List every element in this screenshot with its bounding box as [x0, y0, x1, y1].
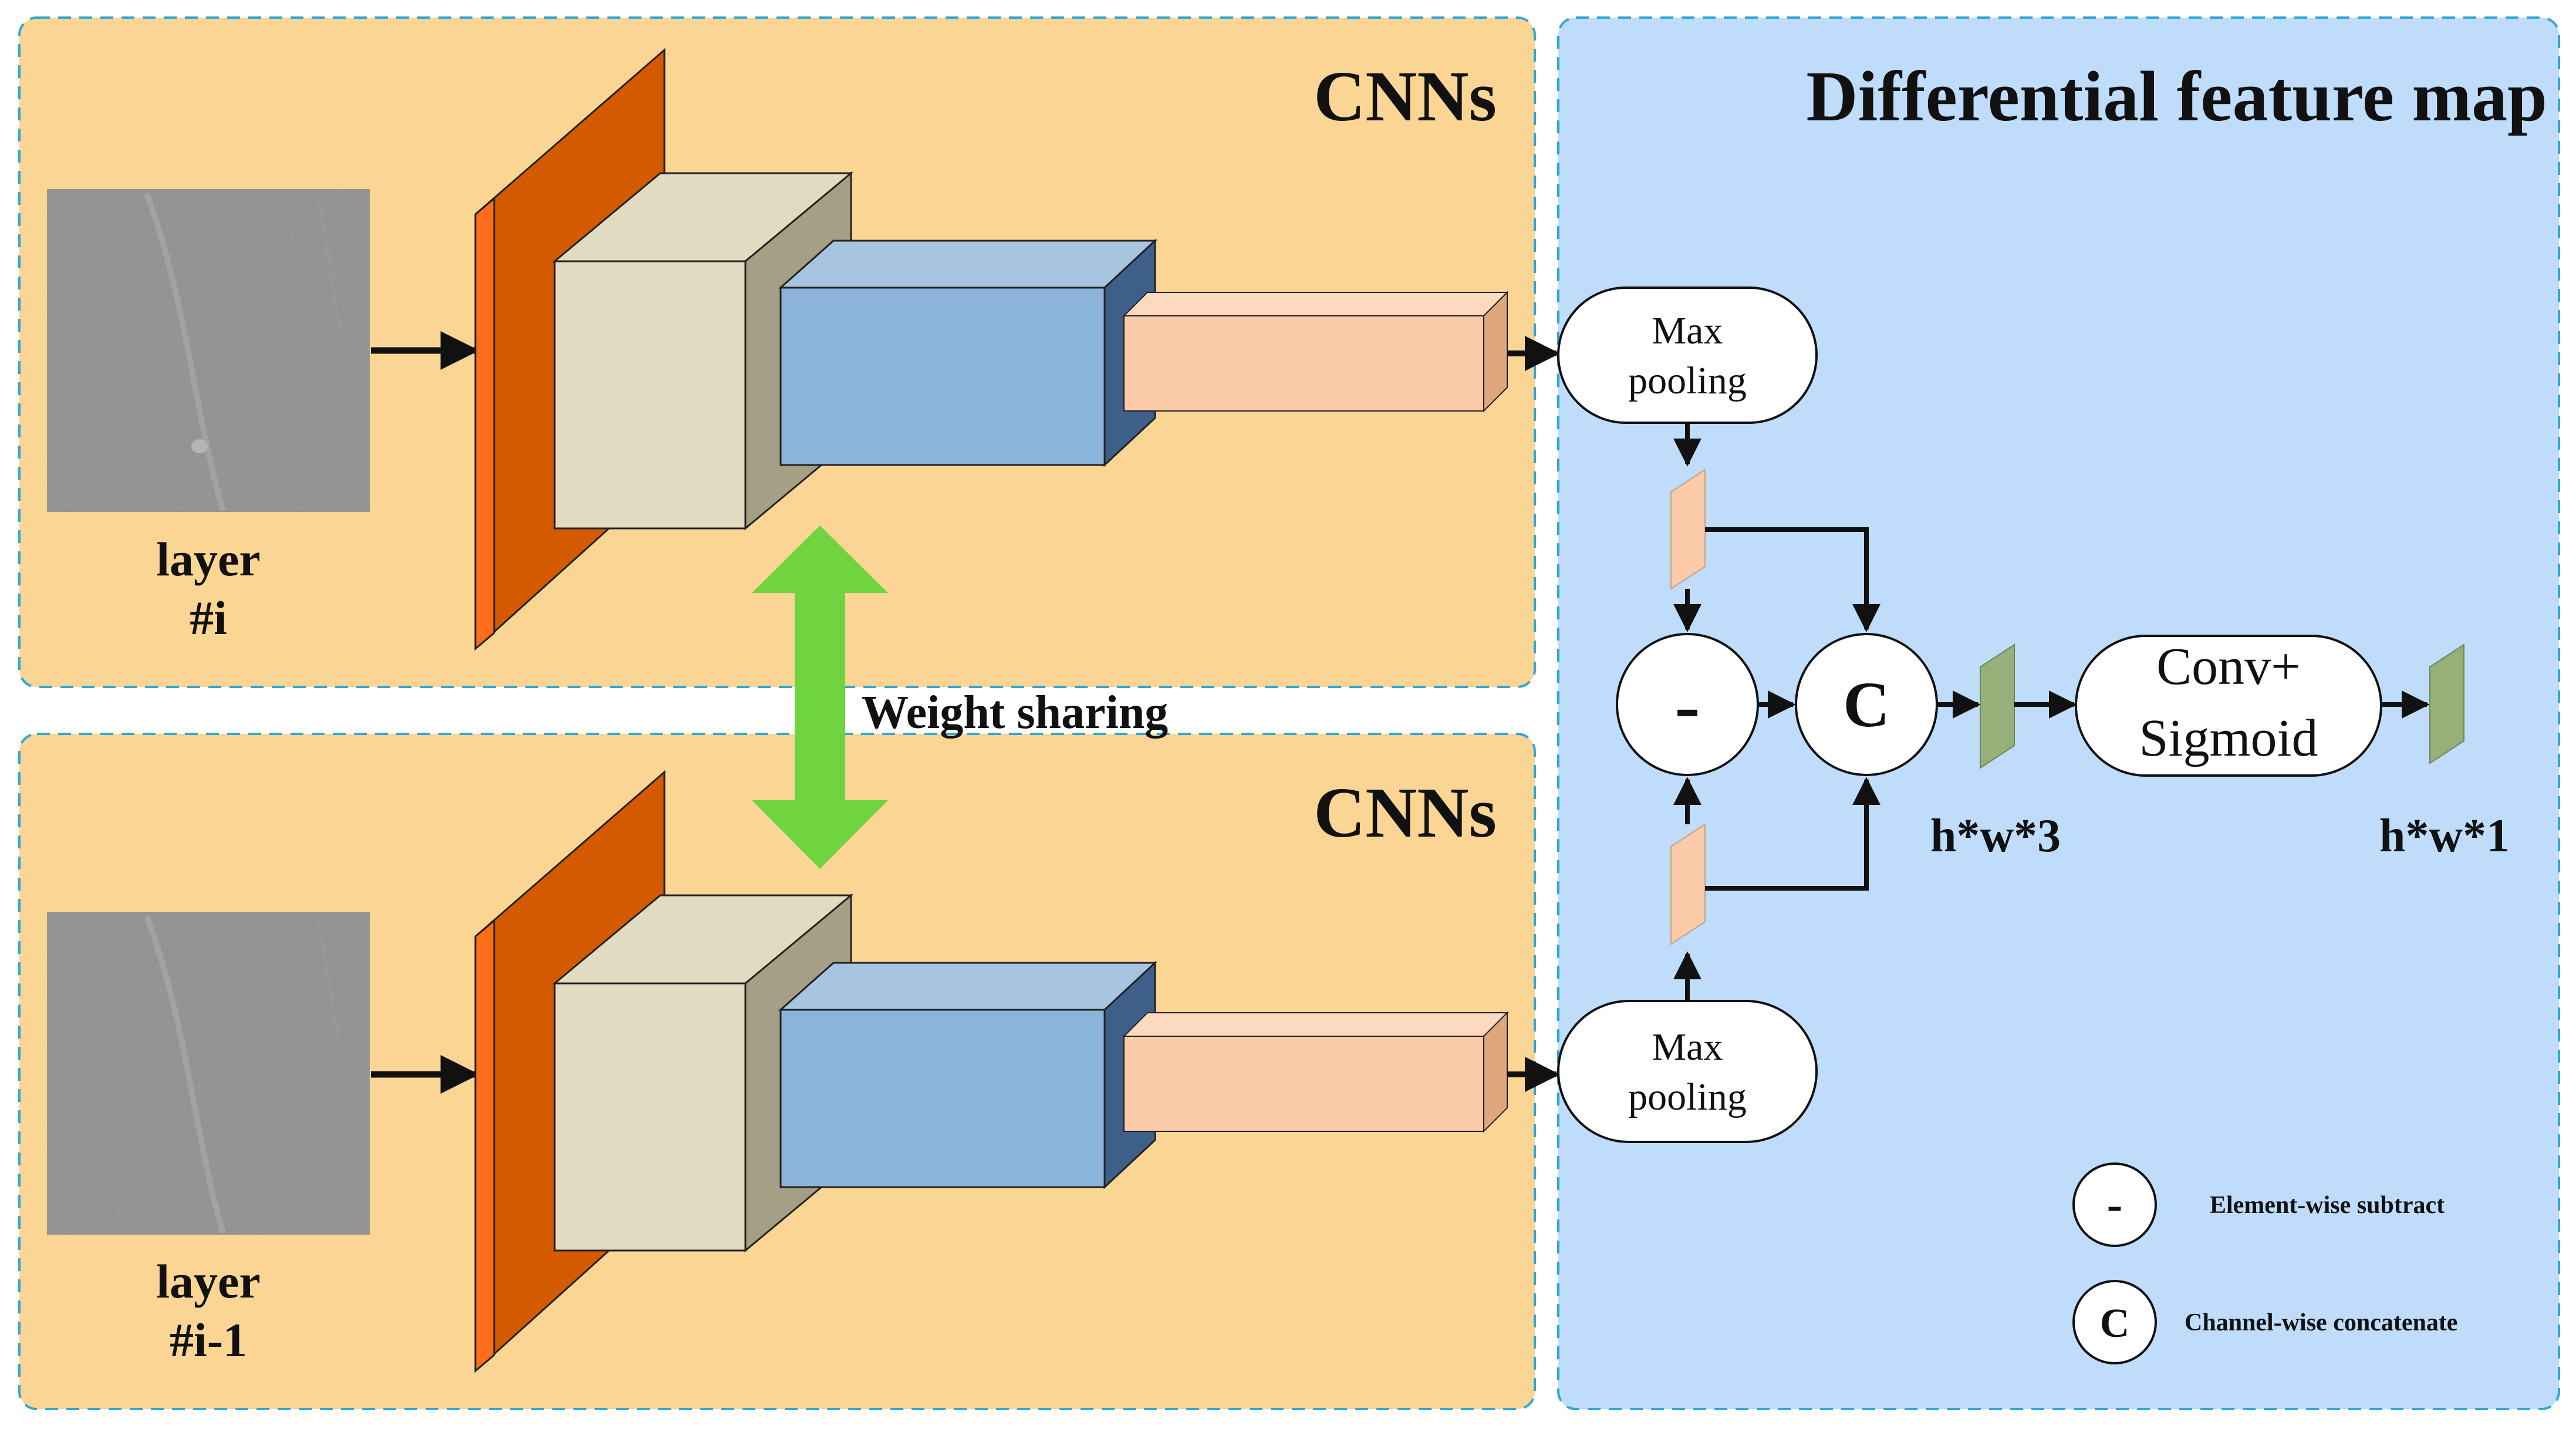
concat-symbol: C [1843, 669, 1889, 740]
output-feature-map [2429, 643, 2464, 764]
weight-sharing-arrow [752, 525, 888, 869]
max-pooling-node-top [1557, 287, 1818, 424]
legend-concat-symbol: C [2100, 1301, 2130, 1346]
input-image-bottom [47, 912, 370, 1235]
max-pooling-top-line2: pooling [1628, 359, 1747, 402]
concat-output-shape: h*w*3 [1930, 810, 2061, 862]
input-label-bottom-line2: #i-1 [170, 1313, 247, 1367]
max-pooling-bottom-line2: pooling [1628, 1076, 1747, 1118]
legend-subtract-label: Element-wise subtract [2210, 1192, 2445, 1219]
differential-title: Differential feature map [1806, 57, 2547, 136]
subtract-symbol: - [1674, 663, 1700, 748]
legend-concat-label: Channel-wise concatenate [2185, 1309, 2457, 1336]
max-pooling-top-line1: Max [1652, 309, 1723, 352]
final-output-shape: h*w*1 [2379, 810, 2510, 862]
pooled-feature-slice-bottom [1670, 823, 1706, 945]
feature-block-blue-bottom [778, 960, 1157, 1189]
max-pooling-bottom-line1: Max [1652, 1026, 1723, 1069]
input-label-bottom-line1: layer [156, 1255, 261, 1308]
max-pooling-node-bottom [1557, 1000, 1818, 1143]
cnn-top-title: CNNs [1314, 57, 1497, 136]
legend-subtract-circle [2072, 1162, 2157, 1247]
feature-block-peach-bottom [1122, 1011, 1509, 1133]
feature-block-blue-top [778, 238, 1157, 467]
feature-block-peach-top [1122, 291, 1509, 413]
legend-subtract-symbol: - [2107, 1179, 2123, 1231]
conv-label-line2: Sigmoid [2139, 709, 2318, 767]
concat-feature-map [1980, 643, 2015, 769]
input-image-top [47, 189, 370, 512]
pooled-feature-slice-top [1670, 469, 1706, 590]
arrow-slice-bottom-to-concat [1705, 777, 1880, 891]
arrow-slice-top-to-concat [1705, 527, 1880, 632]
input-label-top-line1: layer [156, 532, 261, 586]
legend-concat-circle [2072, 1280, 2157, 1364]
input-label-top-line2: #i [190, 591, 227, 645]
cnn-bottom-title: CNNs [1314, 773, 1497, 852]
conv-label-line1: Conv+ [2156, 638, 2301, 696]
weight-sharing-label: Weight sharing [862, 687, 1168, 739]
